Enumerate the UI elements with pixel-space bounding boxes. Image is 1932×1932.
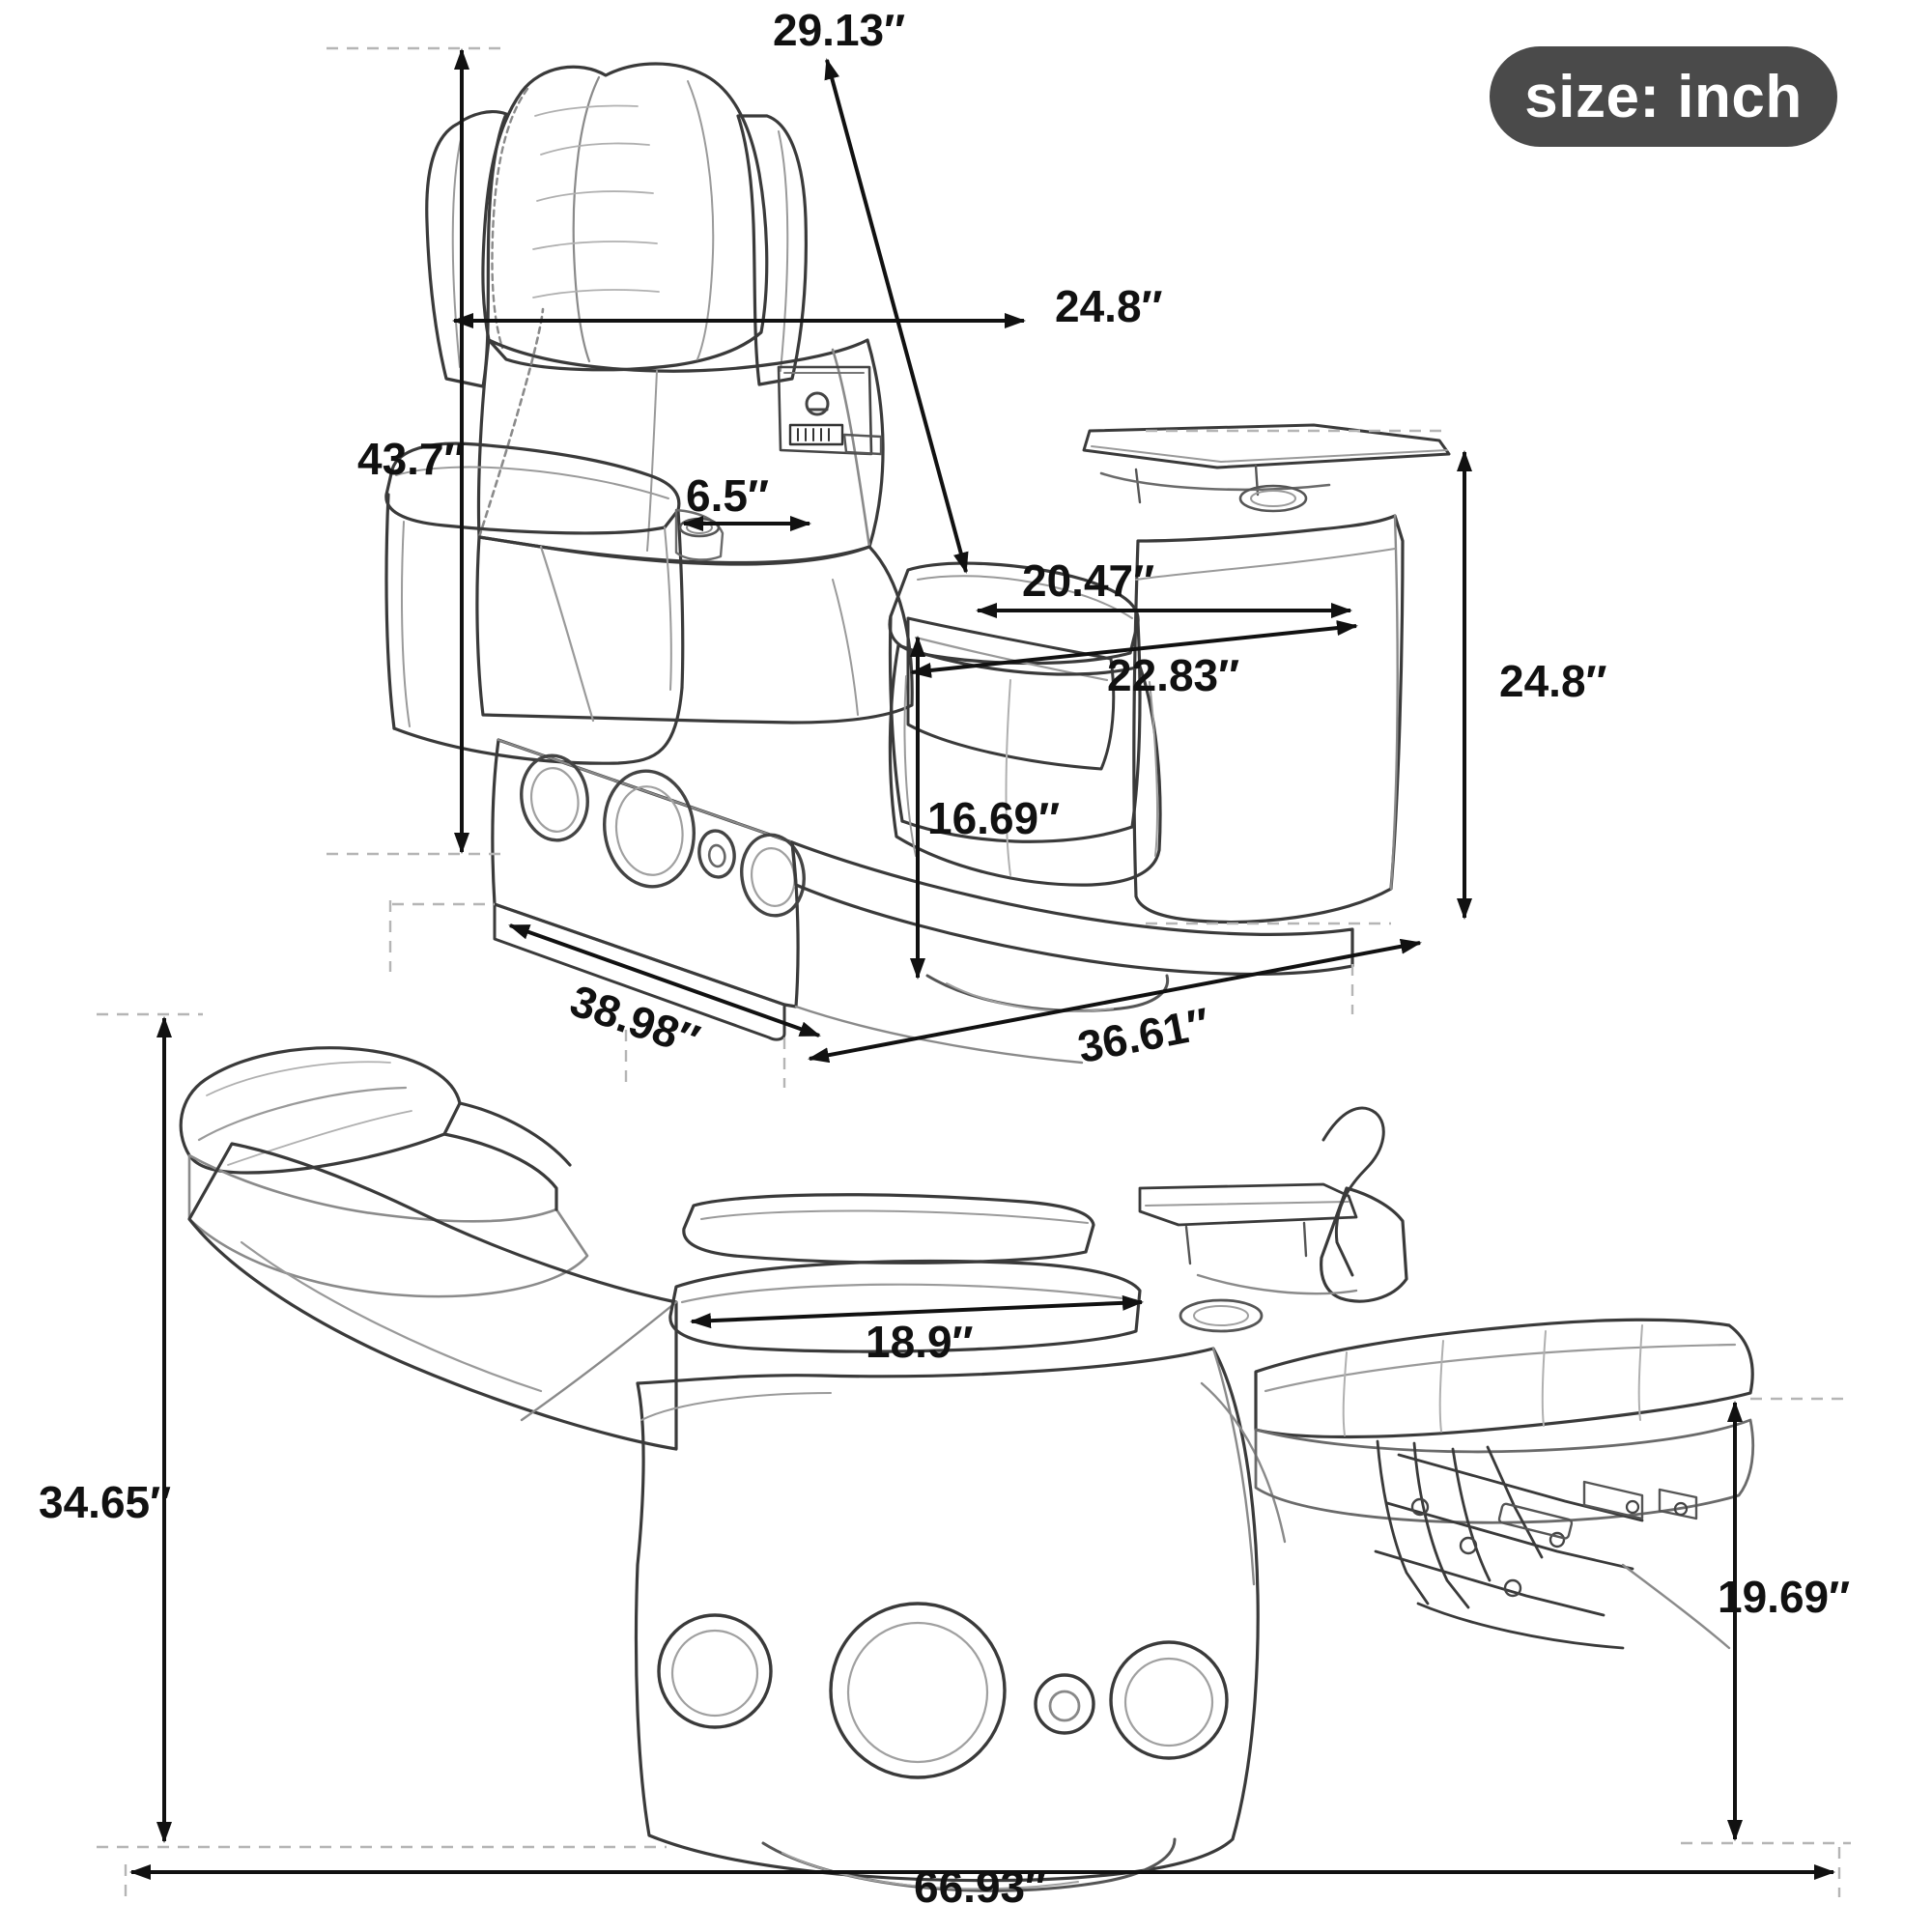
- label-43-7: 43.7″: [357, 434, 466, 484]
- label-16-69: 16.69″: [927, 793, 1061, 843]
- control-panel: [777, 365, 883, 456]
- label-19-69: 19.69″: [1718, 1572, 1851, 1622]
- label-29-13: 29.13″: [773, 5, 906, 55]
- size-unit-badge: size: inch: [1490, 46, 1837, 147]
- dim-29-13: [824, 58, 969, 574]
- label-24-8-back: 24.8″: [1055, 281, 1163, 331]
- dim-36-61: [808, 938, 1422, 1064]
- label-18-9: 18.9″: [866, 1317, 974, 1367]
- speaker-rings-reclined: [657, 1602, 1229, 1779]
- reclined-chair-drawing: [179, 1046, 1755, 1892]
- label-20-47: 20.47″: [1022, 555, 1155, 606]
- dim-22-83: [910, 620, 1358, 678]
- label-34-65: 34.65″: [39, 1477, 172, 1527]
- dim-38-98: [508, 923, 821, 1037]
- speaker-rings-upright: [520, 753, 806, 918]
- dim-18-9: [690, 1294, 1144, 1329]
- dimension-lines: [97, 46, 1851, 1897]
- label-6-5: 6.5″: [686, 470, 769, 521]
- label-22-83: 22.83″: [1107, 650, 1240, 700]
- label-66-93: 66.93″: [914, 1861, 1047, 1912]
- label-24-8-side: 24.8″: [1499, 656, 1607, 706]
